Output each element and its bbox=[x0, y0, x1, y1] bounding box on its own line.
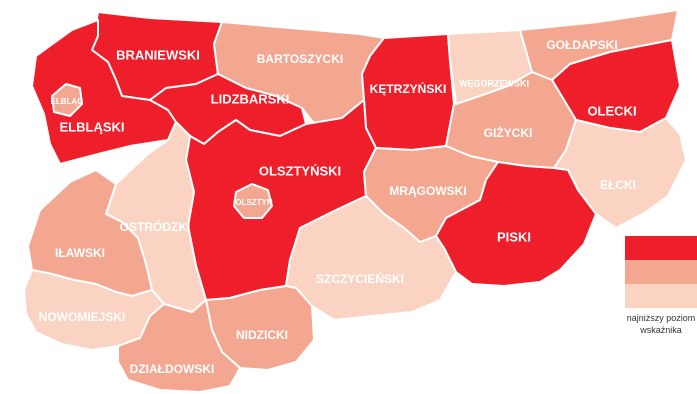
region-label-mragowski: MRĄGOWSKI bbox=[389, 184, 466, 198]
region-label-szczycienski: SZCZYCIEŃSKI bbox=[316, 271, 404, 286]
region-label-elblag: ELBLĄG bbox=[51, 97, 84, 106]
region-label-olsztyn: OLSZTYN bbox=[235, 198, 273, 207]
region-label-ketrzynski: KĘTRZYŃSKI bbox=[370, 81, 447, 96]
region-label-ilawski: IŁAWSKI bbox=[55, 246, 105, 260]
region-elblag bbox=[51, 83, 83, 117]
region-label-nowomiejski: NOWOMIEJSKI bbox=[39, 310, 126, 324]
region-label-ostrodzki: OSTRÓDZKI bbox=[120, 219, 191, 234]
region-label-elcki: EŁCKI bbox=[600, 178, 636, 192]
region-label-braniewski: BRANIEWSKI bbox=[116, 47, 200, 62]
legend-caption-line-2: wskaźnika bbox=[639, 325, 682, 335]
regions-layer bbox=[23, 9, 687, 393]
region-olsztyn bbox=[233, 183, 273, 219]
region-label-dzialdowski: DZIAŁDOWSKI bbox=[130, 362, 215, 376]
labels-layer: BRANIEWSKI BARTOSZYCKI KĘTRZYŃSKI WĘGORZEWS… bbox=[39, 38, 637, 376]
region-label-wegorzewski: WĘGORZEWSKI bbox=[459, 78, 529, 88]
region-label-elblaski: ELBLĄSKI bbox=[60, 119, 125, 134]
legend-caption-line-1: najniższy poziom bbox=[627, 313, 696, 323]
region-label-olecki: OLECKI bbox=[587, 103, 636, 118]
region-label-lidzbarski: LIDZBARSKI bbox=[211, 91, 290, 106]
region-label-goldapski: GOŁDAPSKI bbox=[546, 38, 617, 52]
legend-swatch-mid bbox=[625, 260, 697, 284]
region-label-nidzicki: NIDZICKI bbox=[236, 328, 288, 342]
legend-swatch-high bbox=[625, 236, 697, 260]
region-label-gizycki: GIŻYCKI bbox=[484, 125, 533, 140]
region-dzialdowski bbox=[117, 299, 241, 393]
region-label-olsztynski: OLSZTYŃSKI bbox=[259, 163, 341, 178]
region-label-bartoszycki: BARTOSZYCKI bbox=[257, 52, 343, 66]
legend: najniższy poziom wskaźnika bbox=[625, 236, 697, 335]
region-piski bbox=[435, 161, 597, 287]
region-label-piski: PISKI bbox=[497, 229, 531, 244]
legend-swatch-low bbox=[625, 284, 697, 308]
